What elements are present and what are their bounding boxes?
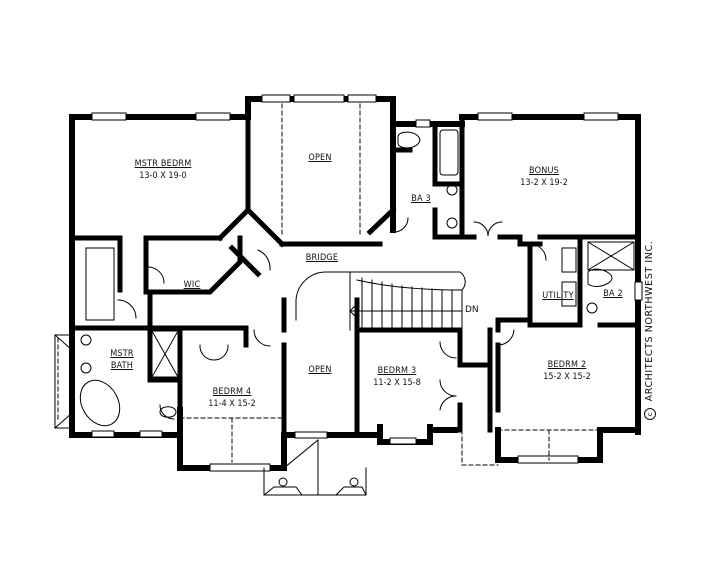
room-name: MSTR BEDRM — [134, 159, 192, 169]
room-dimensions: 15-2 X 15-2 — [543, 372, 591, 382]
room-bridge: BRIDGE — [306, 249, 338, 264]
fixtures — [54, 129, 635, 429]
room-utility: UTILITY — [542, 287, 573, 302]
room-name: OPEN — [308, 153, 332, 163]
room-name: UTILITY — [542, 291, 574, 301]
room-dimensions: 13-2 X 19-2 — [520, 178, 568, 188]
room-name: WIC — [183, 280, 201, 290]
room-name: BEDRM 3 — [377, 366, 417, 376]
room-open-lower: OPEN — [308, 361, 331, 376]
room-bonus: BONUS 13-2 X 19-2 — [520, 162, 567, 189]
staircase — [295, 271, 466, 331]
open-to-below-lines — [57, 103, 639, 466]
room-bath-3: BA 3 — [411, 190, 431, 205]
room-name: OPEN — [308, 365, 332, 375]
stairs-down-label: DN — [465, 305, 479, 315]
room-name: BEDRM 4 — [212, 387, 252, 397]
room-name: BRIDGE — [305, 253, 339, 263]
interior-walls — [69, 114, 641, 438]
room-open-upper: OPEN — [308, 149, 331, 164]
room-name-line1: MSTR — [110, 349, 134, 359]
door-swings — [117, 217, 547, 420]
room-bath-2: BA 2 — [603, 285, 623, 300]
room-master-bath: MSTR BATH — [110, 348, 134, 372]
room-bedroom-3: BEDRM 3 11-2 X 15-8 — [373, 362, 420, 389]
copyright-notice: c ARCHITECTS NORTHWEST INC. — [644, 241, 656, 420]
room-dimensions: 11-2 X 15-8 — [373, 378, 421, 388]
room-name-line2: BATH — [110, 361, 134, 371]
room-name: BA 3 — [411, 194, 431, 204]
porch — [263, 439, 367, 496]
copyright-text: ARCHITECTS NORTHWEST INC. — [644, 240, 655, 402]
room-name: BEDRM 2 — [547, 360, 587, 370]
room-bedroom-2: BEDRM 2 15-2 X 15-2 — [543, 356, 590, 383]
room-name: BONUS — [529, 166, 559, 176]
room-dimensions: 11-4 X 15-2 — [208, 399, 256, 409]
room-bedroom-4: BEDRM 4 11-4 X 15-2 — [208, 383, 255, 410]
room-wic: WIC — [184, 276, 201, 291]
room-dimensions: 13-0 X 19-0 — [139, 171, 187, 181]
copyright-symbol-icon: c — [644, 408, 656, 420]
room-name: BA 2 — [603, 289, 623, 299]
windows — [91, 94, 643, 472]
room-master-bedroom: MSTR BEDRM 13-0 X 19-0 — [135, 155, 192, 182]
